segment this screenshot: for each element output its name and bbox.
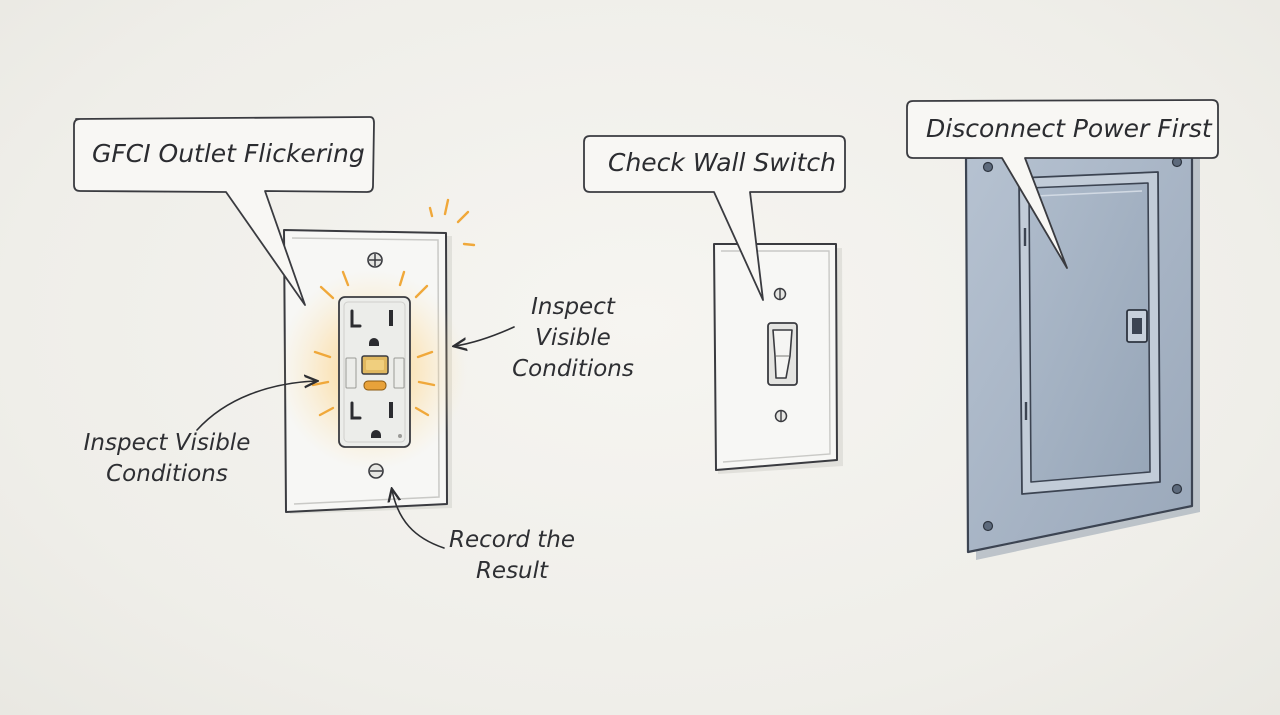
gfci-callout-bubble [73,116,375,306]
breaker-panel [964,148,1200,560]
note-line: Result [475,558,549,584]
screw-icon [773,287,787,301]
panel-door [1028,182,1151,483]
arrow-inspect-left [196,381,316,431]
toggle-lever [772,329,793,379]
panel-callout-bubble [906,99,1219,269]
note-line: Inspect Visible [83,430,251,456]
note-line: Inspect [531,294,615,320]
wall-switch [713,243,843,474]
record-result-note: Record the Result [444,525,580,587]
status-indicator-light [363,380,387,391]
screw-icon [774,409,788,423]
gfci-callout-label: GFCI Outlet Flickering [92,139,365,168]
switch-callout-label: Check Wall Switch [608,148,837,177]
gfci-outlet [277,198,476,514]
note-line: Conditions [512,356,634,382]
note-line: Record the [449,527,575,553]
flicker-rays [311,198,476,417]
switch-callout-bubble [583,135,846,301]
arrow-record [392,490,445,549]
inspect-visible-conditions-note-left: Inspect Visible Conditions [78,428,256,490]
screw-icon [367,252,383,268]
inspect-visible-conditions-note-right: Inspect Visible Conditions [508,292,638,385]
arrow-inspect-right [455,326,515,346]
note-line: Visible [535,325,611,351]
note-line: Conditions [106,461,228,487]
panel-callout-label: Disconnect Power First [926,114,1212,143]
